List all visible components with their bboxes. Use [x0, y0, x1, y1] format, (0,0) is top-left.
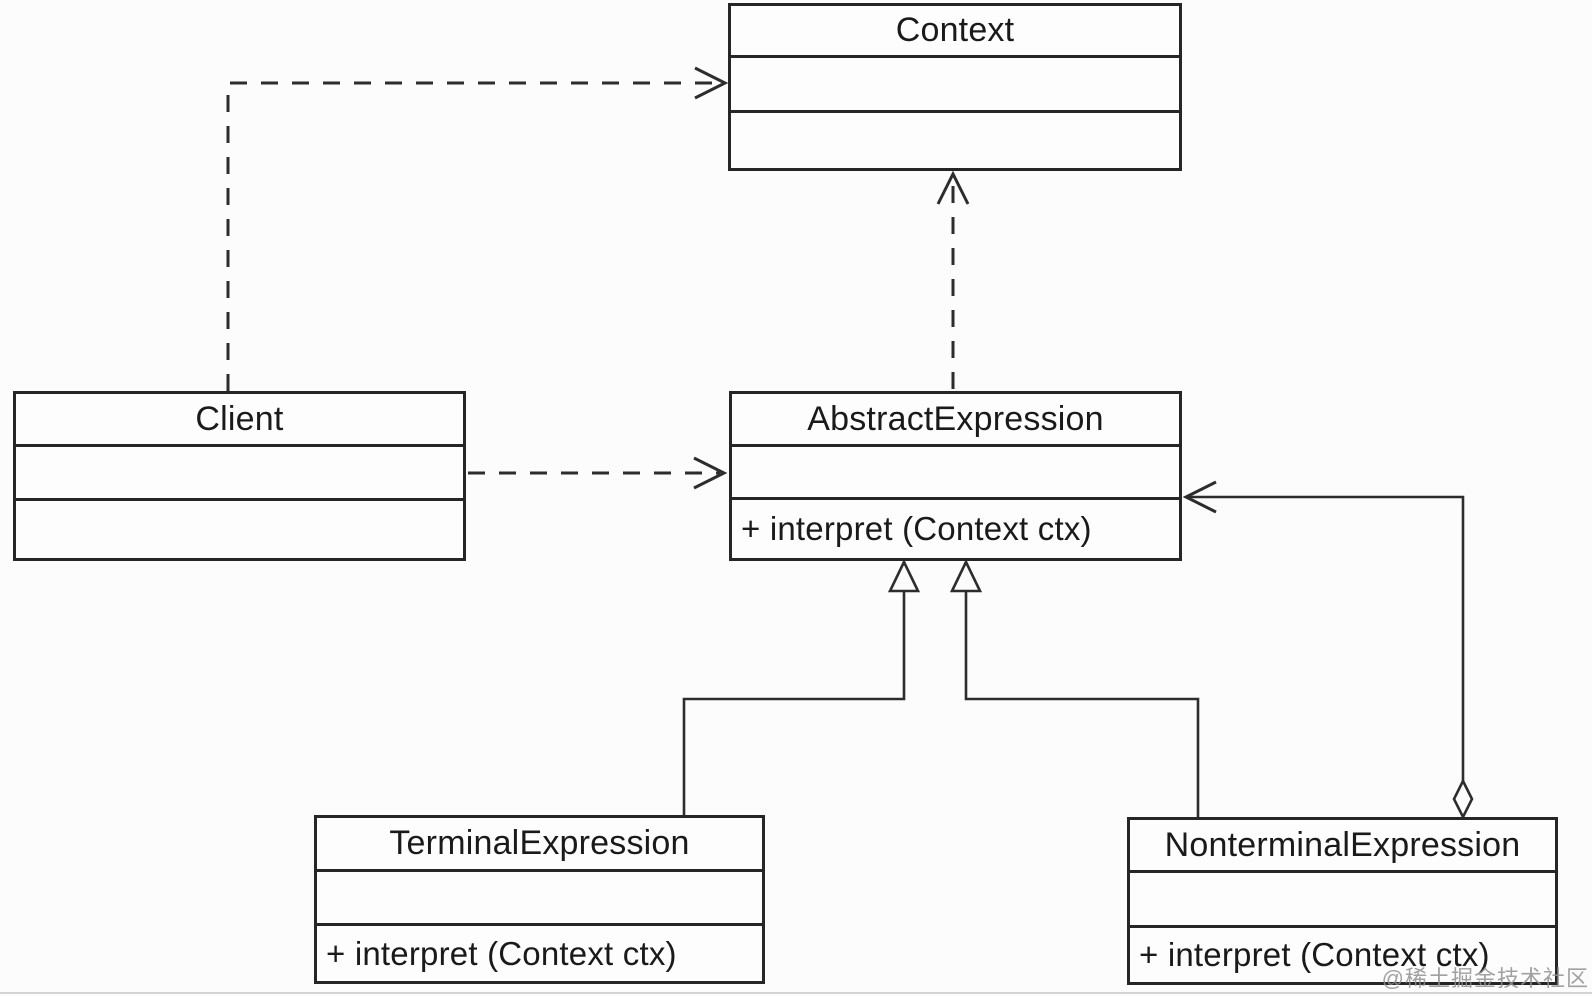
generalization-terminalexpression-to-abstractexpression: [682, 559, 921, 815]
juejin-watermark: @稀土掘金技术社区: [1381, 966, 1589, 991]
nonterminalexpression-interpret-method: + interpret (Context ctx): [1139, 936, 1490, 973]
abstractexpression-attributes-compartment: [732, 447, 1179, 500]
dependency-client-to-context: [226, 66, 729, 391]
abstractexpression-interpret-method: + interpret (Context ctx): [741, 510, 1092, 547]
dependency-client-to-abstractexpression: [468, 456, 728, 490]
class-box-nonterminalexpression: NonterminalExpression + interpret (Conte…: [1127, 817, 1558, 985]
context-attributes-compartment: [731, 58, 1179, 113]
client-methods-compartment: [16, 501, 463, 558]
image-bottom-edge-line: [0, 992, 1592, 994]
class-name-context: Context: [731, 6, 1179, 58]
terminalexpression-interpret-method: + interpret (Context ctx): [326, 934, 677, 972]
client-attributes-compartment: [16, 447, 463, 501]
class-name-client: Client: [16, 394, 463, 447]
class-name-terminalexpression: TerminalExpression: [317, 818, 762, 872]
class-box-abstractexpression: AbstractExpression + interpret (Context …: [729, 391, 1182, 561]
class-name-abstractexpression: AbstractExpression: [732, 394, 1179, 447]
dependency-abstractexpression-to-context: [936, 170, 970, 389]
nonterminalexpression-attributes-compartment: [1130, 873, 1555, 928]
generalization-nonterminalexpression-to-abstractexpression: [949, 559, 1200, 817]
class-box-terminalexpression: TerminalExpression + interpret (Context …: [314, 815, 765, 984]
class-name-nonterminalexpression: NonterminalExpression: [1130, 820, 1555, 873]
class-box-client: Client: [13, 391, 466, 561]
terminalexpression-attributes-compartment: [317, 872, 762, 926]
class-box-context: Context: [728, 3, 1182, 171]
context-methods-compartment: [731, 113, 1179, 168]
aggregation-nonterminalexpression-to-abstractexpression: [1182, 480, 1474, 820]
